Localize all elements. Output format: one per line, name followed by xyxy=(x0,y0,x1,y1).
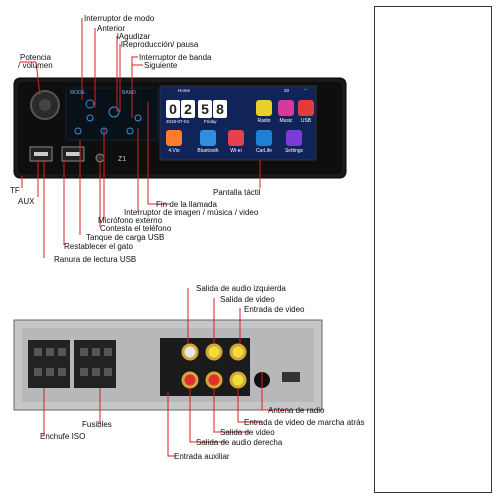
label-video-in: Entrada de video xyxy=(244,305,305,314)
label-play-pause: lReproducción/ pausa xyxy=(121,40,199,49)
call-button[interactable] xyxy=(74,127,82,135)
app-tile-usb[interactable] xyxy=(298,100,314,116)
label-previous: Anterior xyxy=(97,24,126,33)
rca-audio-right xyxy=(205,371,223,389)
end-call-button[interactable] xyxy=(126,127,134,135)
rca-aux-in xyxy=(181,371,199,389)
app-tile-music[interactable] xyxy=(278,100,294,116)
label-usb-charge: Tanque de carga USB xyxy=(86,233,165,242)
app-tile-bluetooth[interactable] xyxy=(200,130,216,146)
front-leader-lines xyxy=(20,18,261,258)
touch-screen[interactable] xyxy=(159,85,317,161)
iso-connector-1 xyxy=(28,340,70,388)
label-aux: AUX xyxy=(18,197,35,206)
app-tile-4-vio[interactable] xyxy=(166,130,182,146)
label-tf: TF xyxy=(10,186,20,195)
app-tile-label: Wi-ei xyxy=(230,148,242,154)
app-tile-wi-ei[interactable] xyxy=(228,130,244,146)
label-usb-slot: Ranura de lectura USB xyxy=(54,255,137,264)
app-tile-label: Music xyxy=(279,118,293,124)
label-band-switch: Interruptor de banda xyxy=(139,53,212,62)
band-button-label: BAND xyxy=(122,90,136,96)
label-end-call: Fin de la llamada xyxy=(156,200,217,209)
label-next: Siguiente xyxy=(144,61,178,70)
mode-button-label: MODE xyxy=(70,90,85,96)
app-tile-carlife[interactable] xyxy=(256,130,272,146)
rear-leader-lines xyxy=(43,288,290,457)
label-audio-left: Salida de audio izquierda xyxy=(196,284,286,293)
z1-label: Z1 xyxy=(118,156,127,163)
label-mode-switch: Interruptor de modo xyxy=(84,14,155,23)
app-tile-label: Bluetooth xyxy=(197,148,219,154)
back-icon[interactable]: ↩ xyxy=(304,87,308,92)
label-touch-screen: Pantalla táctil xyxy=(213,188,261,197)
app-tile-label: USB xyxy=(300,118,312,124)
label-antenna: Antena de radio xyxy=(268,406,325,415)
label-answer: Contesta el teléfono xyxy=(100,224,172,233)
label-volume: / volumen xyxy=(18,61,53,70)
label-mic: Micrófono externo xyxy=(98,216,163,225)
label-aux-in: Entrada auxiliar xyxy=(174,452,230,461)
volume-level: 20 xyxy=(284,88,290,93)
label-fuses: Fusibles xyxy=(82,420,112,429)
iso-connector-2 xyxy=(74,340,116,388)
clock-digit-1: 0 xyxy=(166,100,180,118)
rca-video-in xyxy=(229,343,247,361)
rca-video-out-2 xyxy=(229,371,247,389)
label-treble: lAgudizar xyxy=(117,32,151,41)
next-button[interactable] xyxy=(134,114,142,122)
rca-audio-left xyxy=(181,343,199,361)
clock-digit-2: 2 xyxy=(181,100,195,118)
app-tile-settings[interactable] xyxy=(286,130,302,146)
label-video-out: Salida de video xyxy=(220,295,275,304)
label-video-out-2: Salida de video xyxy=(220,428,275,437)
label-iso: Enchufe ISO xyxy=(40,432,86,441)
label-power: Potencia xyxy=(20,53,52,62)
label-image-music-video: Interruptor de imagen / música / video xyxy=(124,208,259,217)
play-pause-button[interactable] xyxy=(108,106,120,118)
aux-jack xyxy=(95,153,105,163)
screen-content: Home 20 ↩ 0 2 5 8 2019-07-04 Friday Radi… xyxy=(160,86,316,160)
rca-video-out xyxy=(205,343,223,361)
accessories-panel xyxy=(374,6,492,493)
label-reverse-in: Entrada de video de marcha atrás xyxy=(244,418,365,427)
clock-digit-4: 8 xyxy=(213,100,227,118)
app-tile-label: 4.Vio xyxy=(168,148,180,154)
app-tile-radio[interactable] xyxy=(256,100,272,116)
app-tile-label: Radio xyxy=(257,118,271,124)
app-tile-label: Settings xyxy=(284,148,304,154)
label-reset: Restablecer el gato xyxy=(64,242,133,251)
clock-digit-3: 5 xyxy=(198,100,212,118)
label-audio-right: Salida de audio derecha xyxy=(196,438,283,447)
app-tile-label: CarLife xyxy=(255,148,273,154)
home-label: Home xyxy=(178,88,191,93)
date-text: 2019-07-04 xyxy=(166,119,190,124)
day-text: Friday xyxy=(204,119,217,124)
prev-button[interactable] xyxy=(86,114,94,122)
home-button[interactable] xyxy=(85,99,95,109)
